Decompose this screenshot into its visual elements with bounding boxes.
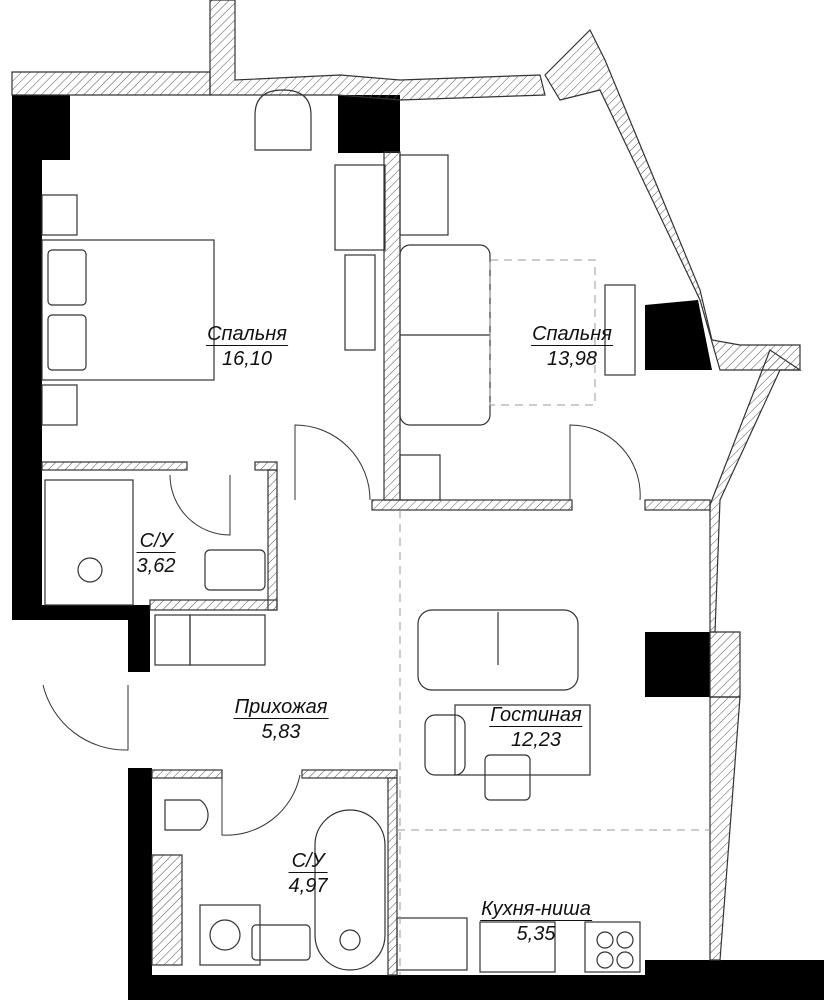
armchair bbox=[254, 89, 312, 151]
room-area: 16,10 bbox=[221, 348, 273, 370]
room-name: Прихожая bbox=[233, 696, 329, 719]
bed bbox=[41, 239, 215, 381]
room-name: Гостиная bbox=[489, 704, 583, 727]
doors bbox=[42, 424, 641, 836]
hob bbox=[396, 917, 468, 971]
room-area: 5,35 bbox=[516, 923, 556, 945]
facade-walls bbox=[11, 0, 802, 961]
stove bbox=[584, 921, 641, 973]
load-bearing-walls bbox=[12, 95, 824, 1000]
toilet bbox=[164, 799, 209, 831]
room-label-living-room: Гостиная 12,23 bbox=[489, 704, 583, 753]
room-label-hallway: Прихожая 5,83 bbox=[233, 696, 329, 745]
room-label-bathroom-1: С/У 3,62 bbox=[136, 530, 176, 579]
room-name: Спальня bbox=[531, 323, 613, 346]
room-label-bedroom-2: Спальня 13,98 bbox=[531, 323, 613, 372]
interior-walls bbox=[41, 151, 711, 976]
room-area: 12,23 bbox=[510, 729, 562, 751]
washing-machine bbox=[199, 904, 261, 966]
room-name: Кухня-ниша bbox=[480, 898, 592, 921]
room-name: С/У bbox=[288, 850, 328, 873]
zone-dividers bbox=[397, 259, 710, 975]
room-name: Спальня bbox=[206, 323, 288, 346]
room-area: 13,98 bbox=[546, 348, 598, 370]
bathtub bbox=[314, 809, 386, 971]
room-label-kitchen-niche: Кухня-ниша 5,35 bbox=[480, 898, 592, 947]
living-sofa bbox=[417, 609, 579, 691]
room-name: С/У bbox=[136, 530, 176, 553]
room-label-bathroom-2: С/У 4,97 bbox=[288, 850, 328, 899]
room-area: 5,83 bbox=[261, 721, 301, 743]
room-area: 3,62 bbox=[136, 555, 176, 577]
room-area: 4,97 bbox=[288, 875, 328, 897]
room-label-bedroom-1: Спальня 16,10 bbox=[206, 323, 288, 372]
furniture bbox=[41, 89, 641, 973]
